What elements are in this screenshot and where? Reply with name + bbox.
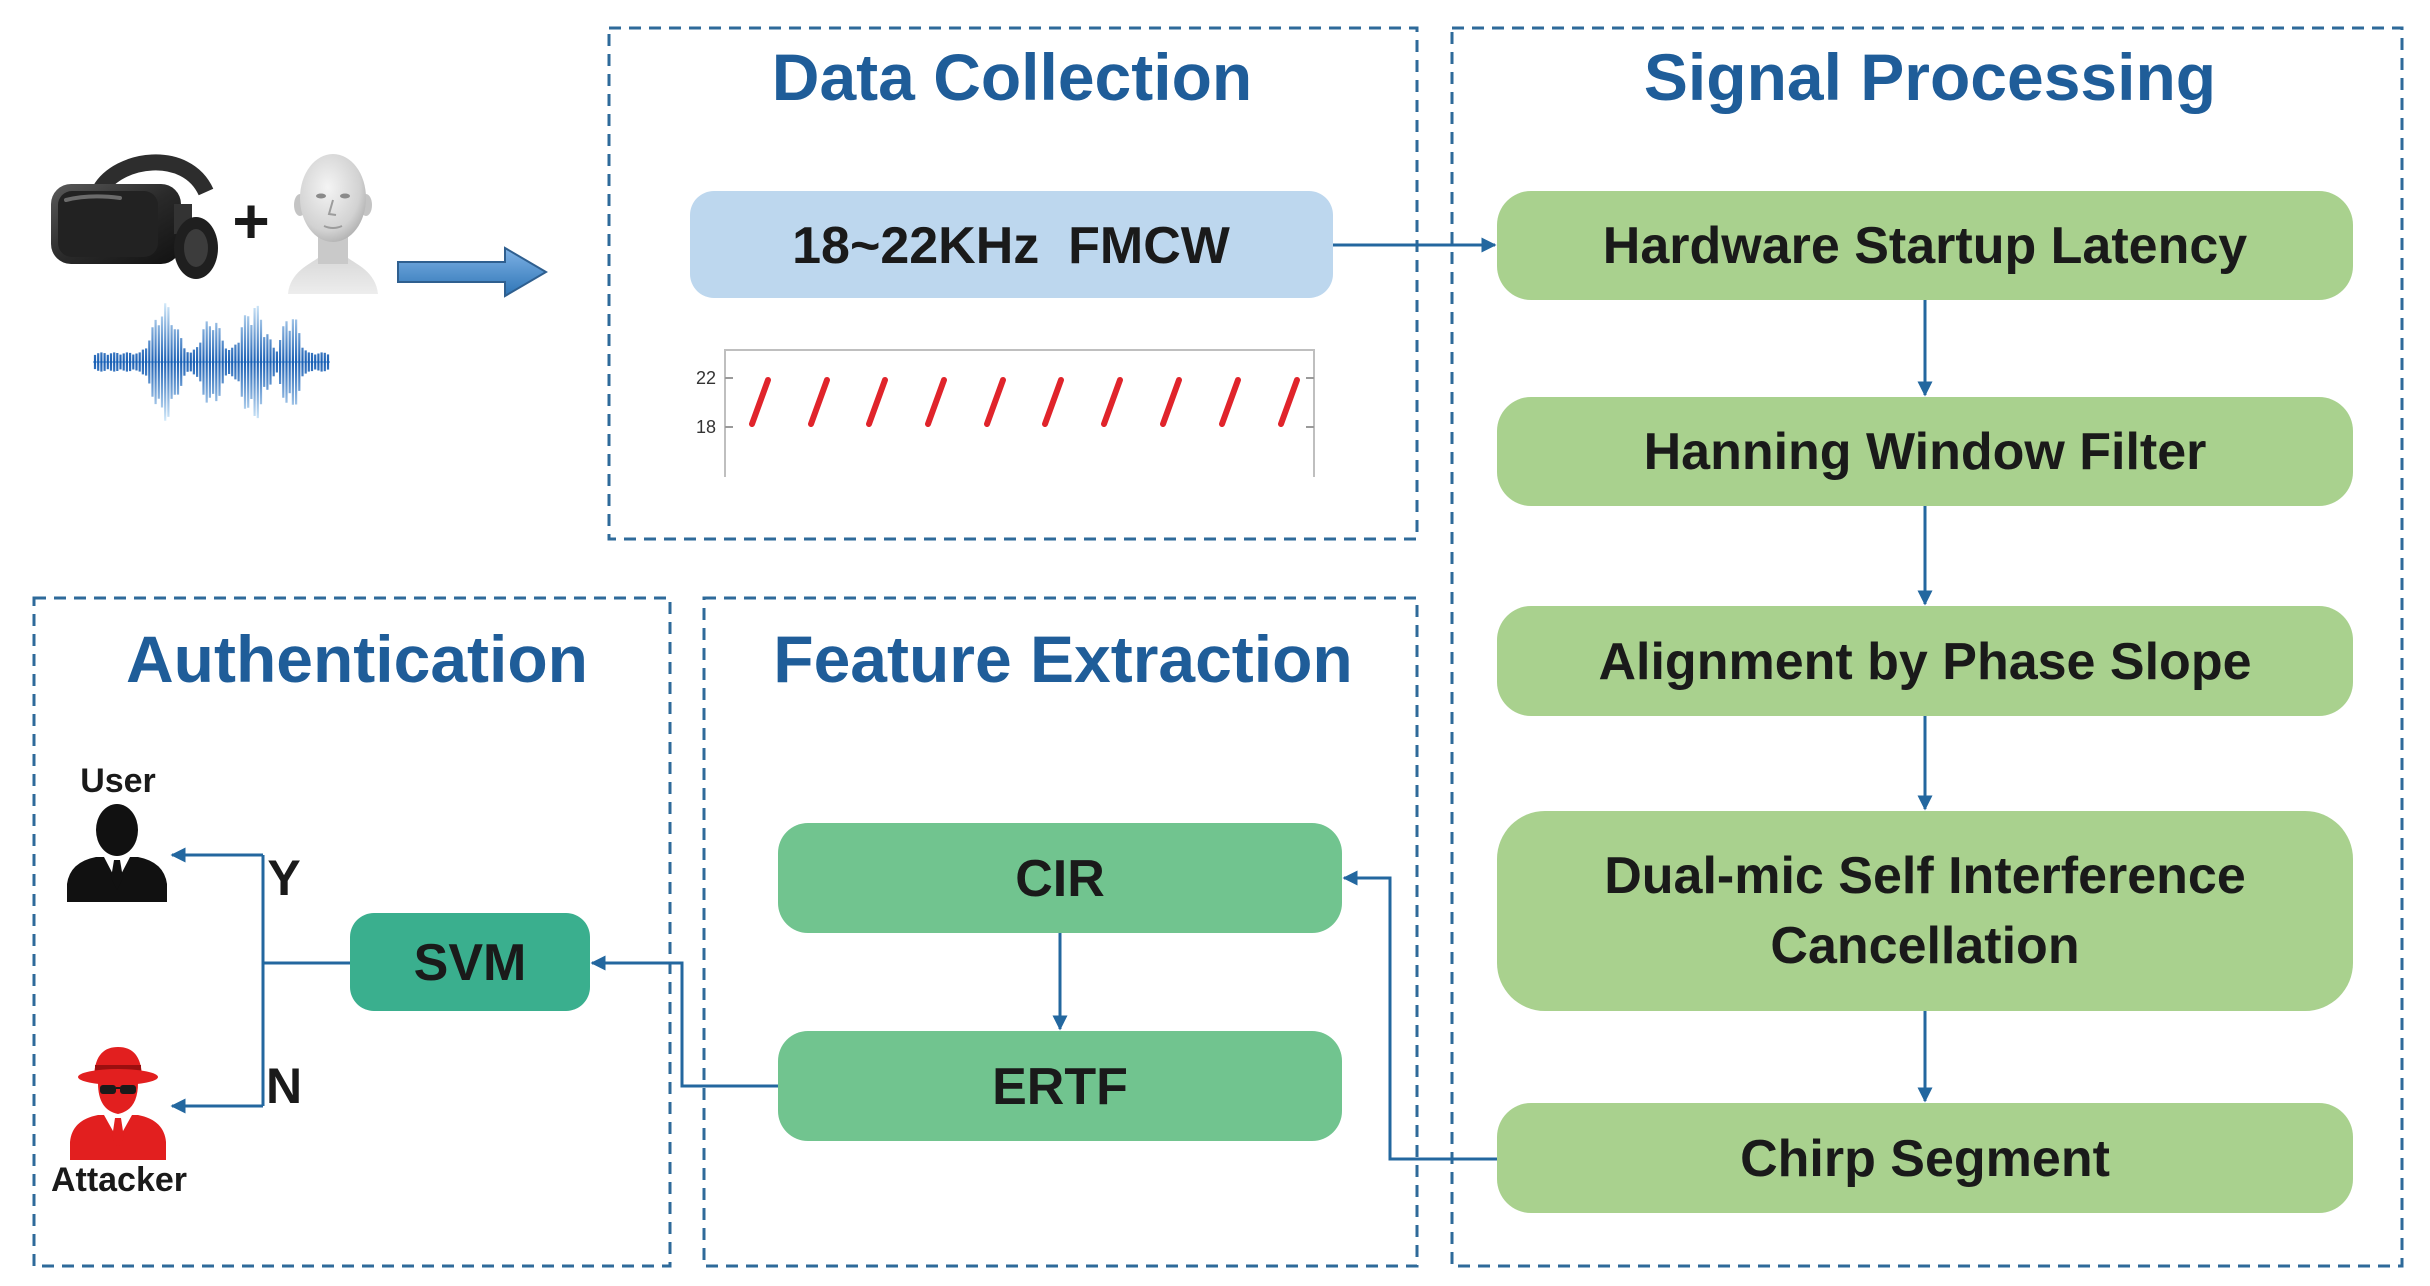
authentication-title: Authentication <box>126 622 588 696</box>
signal-processing-panel <box>1450 26 2404 1268</box>
user-label: User <box>80 762 156 800</box>
feature-node-label: CIR <box>1015 850 1105 908</box>
headset-strap <box>93 154 214 196</box>
fmcw-chirp-plot: 22 18 <box>696 349 1315 477</box>
feature-node-bg <box>778 823 1342 933</box>
chirp-line <box>925 377 947 427</box>
head-nose <box>327 199 337 216</box>
headset-highlight <box>64 194 122 202</box>
feature-node-ertf: ERTF <box>778 1031 1342 1141</box>
signal-processing-title: Signal Processing <box>1644 40 2216 114</box>
head-right-eye <box>340 193 350 199</box>
chirp-line <box>808 377 830 427</box>
data-collection-panel <box>607 26 1419 541</box>
step-box-bg <box>1497 397 2353 506</box>
headset-front-panel <box>58 191 158 257</box>
attacker-icon <box>70 1047 166 1160</box>
plot-y-tick-label: 18 <box>696 417 716 437</box>
step-label: Hardware Startup Latency <box>1603 217 2247 275</box>
chirp-line <box>1101 377 1123 427</box>
plus-sign: + <box>232 185 269 257</box>
attacker-glasses-right <box>120 1085 136 1094</box>
step-hardware-startup-latency: Hardware Startup Latency <box>1497 191 2353 300</box>
classifier-bg <box>350 913 590 1011</box>
feature-node-label: ERTF <box>992 1058 1128 1116</box>
authentication-panel <box>32 596 672 1268</box>
chirp-line <box>1042 377 1064 427</box>
step-box-bg <box>1497 1103 2353 1213</box>
step-hanning-window-filter: Hanning Window Filter <box>1497 397 2353 506</box>
step-chirp-segment: Chirp Segment <box>1497 1103 2353 1213</box>
feature-node-cir: CIR <box>778 823 1342 933</box>
classifier-svm: SVM <box>350 913 590 1011</box>
user-icon <box>67 804 167 902</box>
step-alignment-by-phase-slope: Alignment by Phase Slope <box>1497 606 2353 716</box>
attacker-hat-brim <box>78 1069 158 1085</box>
head-left-eye <box>316 193 326 199</box>
human-head-icon <box>288 154 378 294</box>
chirp-line <box>1219 377 1241 427</box>
head-face <box>300 154 366 242</box>
decision-yes-label: Y <box>267 850 300 906</box>
arrow-chirp-segment-to-cir <box>1342 870 1497 1161</box>
step-box-bg <box>1497 191 2353 300</box>
step-box-bg <box>1497 811 2353 1011</box>
head-mouth <box>323 225 343 229</box>
chirp-line <box>984 377 1006 427</box>
chirp-line <box>749 377 771 427</box>
attacker-label: Attacker <box>51 1161 187 1199</box>
fmcw-signal-box-bg <box>690 191 1333 298</box>
user-tie <box>111 860 123 890</box>
step-label: Hanning Window Filter <box>1644 423 2207 481</box>
head-shoulders <box>288 258 378 294</box>
user-head <box>96 804 138 856</box>
step-label: Alignment by Phase Slope <box>1598 633 2251 691</box>
step-label: Chirp Segment <box>1740 1130 2110 1188</box>
attacker-tie <box>112 1118 124 1148</box>
block-arrow-right-icon <box>397 246 548 298</box>
sound-wave-icon <box>93 303 330 421</box>
classifier-label: SVM <box>414 934 527 992</box>
attacker-hat-band <box>95 1065 141 1071</box>
decision-no-label: N <box>266 1058 302 1114</box>
headphone-cup-inner <box>184 229 208 267</box>
chirp-line <box>866 377 888 427</box>
plot-y-tick-label: 22 <box>696 368 716 388</box>
chirp-line <box>1160 377 1182 427</box>
vr-headset-icon <box>51 154 218 279</box>
feature-node-bg <box>778 1031 1342 1141</box>
chirp-line <box>1278 377 1300 427</box>
step-label-line-2: Cancellation <box>1770 917 2079 975</box>
fmcw-signal-label: 18~22KHz FMCW <box>792 217 1231 275</box>
step-label-line-1: Dual-mic Self Interference <box>1604 847 2246 905</box>
data-collection-title: Data Collection <box>772 40 1252 114</box>
plot-frame <box>724 349 1315 477</box>
attacker-glasses-left <box>100 1085 116 1094</box>
fmcw-signal-box: 18~22KHz FMCW <box>690 191 1333 298</box>
arrow-ertf-to-svm <box>590 955 778 1088</box>
feature-extraction-title: Feature Extraction <box>773 622 1353 696</box>
feature-extraction-panel <box>702 596 1419 1268</box>
step-box-bg <box>1497 606 2353 716</box>
step-dual-mic-self-interference-cancellation: Dual-mic Self Interference Cancellation <box>1497 811 2353 1011</box>
